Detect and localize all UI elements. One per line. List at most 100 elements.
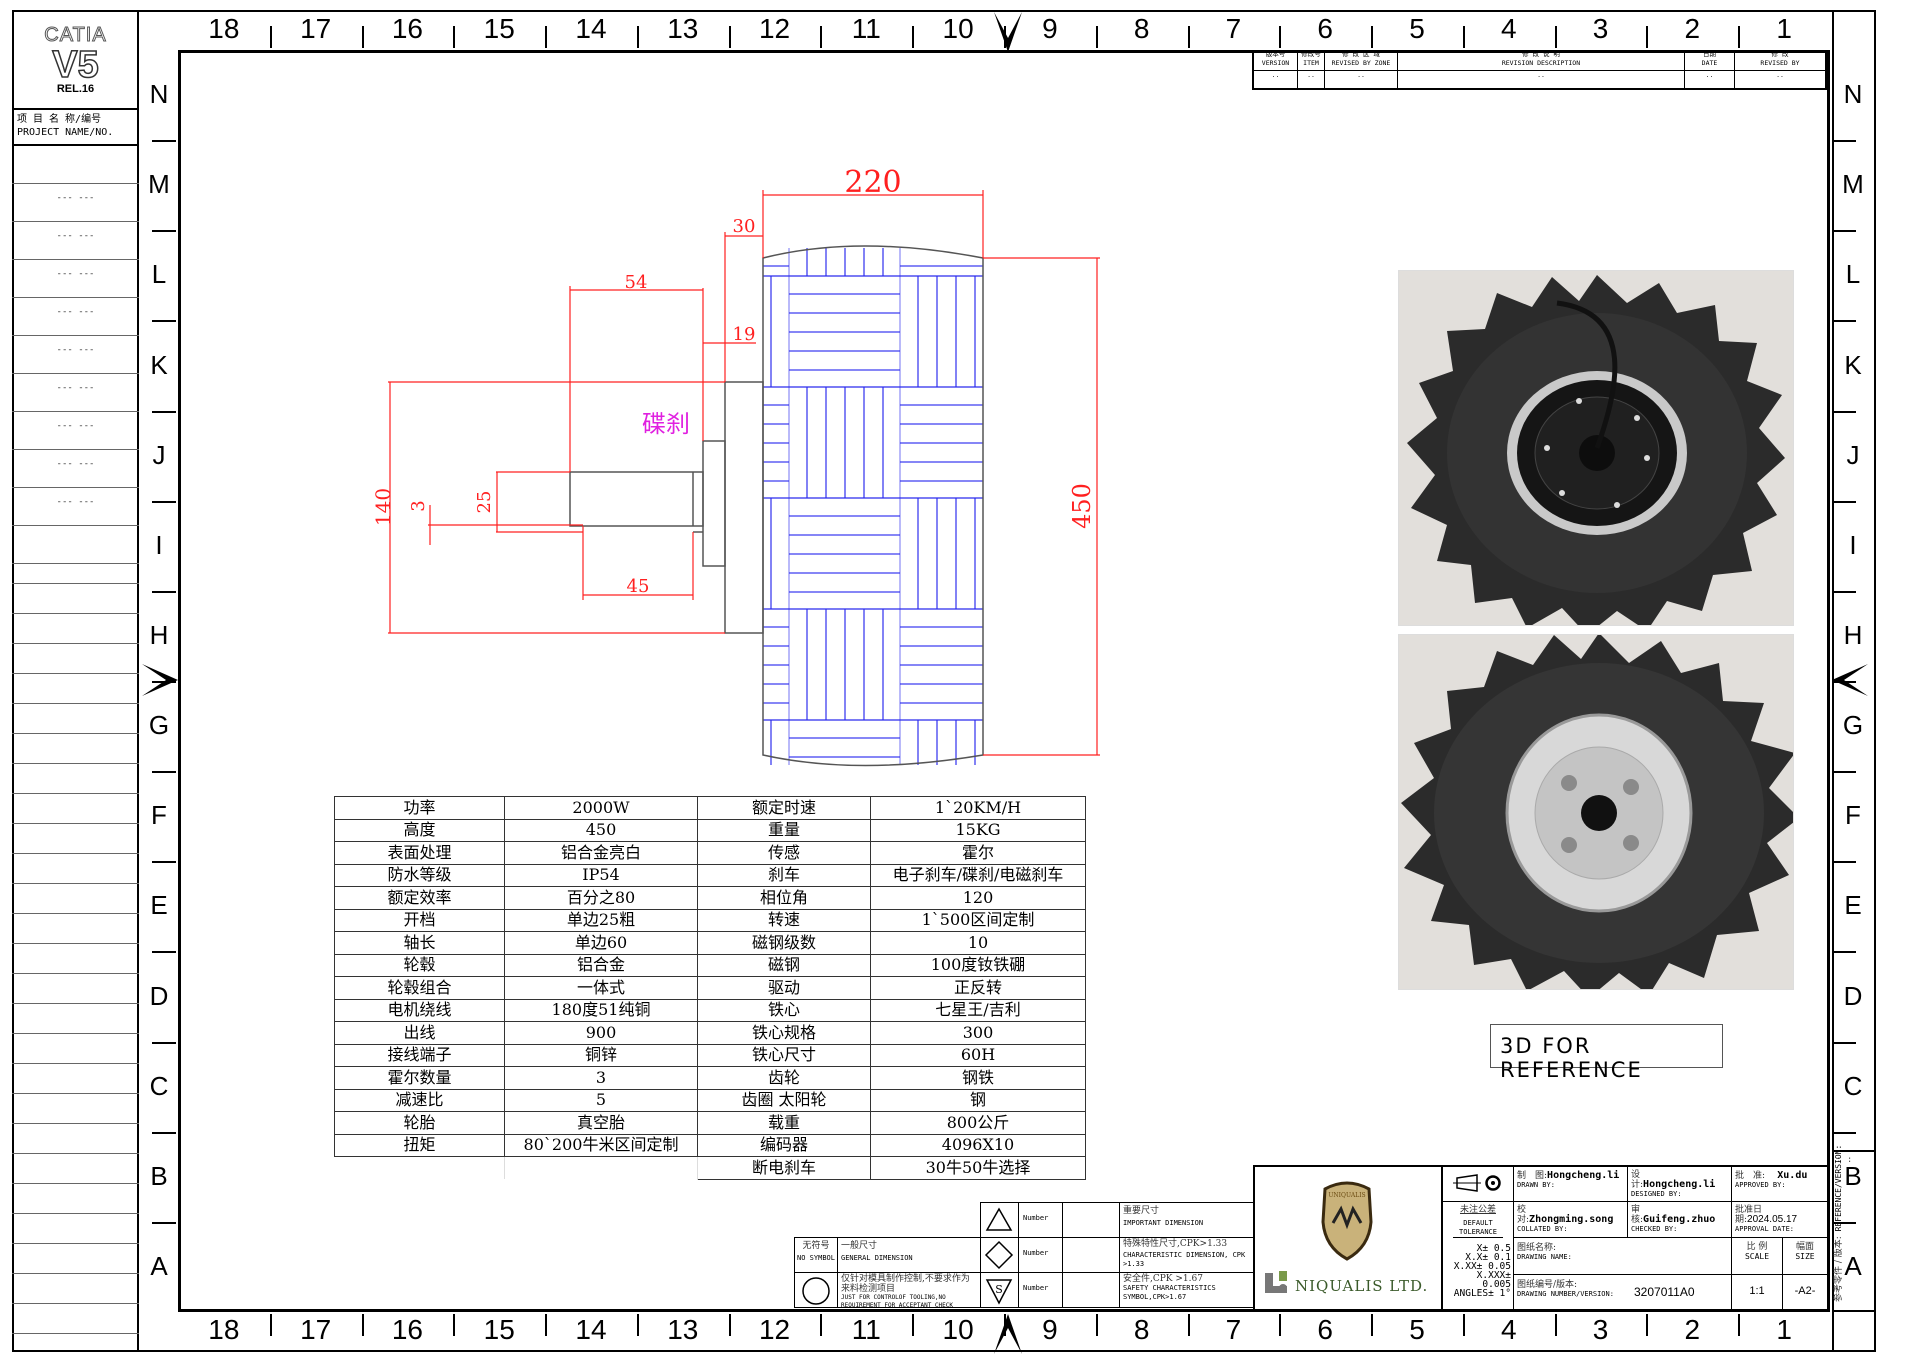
spec-label: 表面处理 xyxy=(334,841,505,865)
spec-value: 正反转 xyxy=(870,976,1086,1000)
spec-value: 10 xyxy=(870,931,1086,955)
scale-value: 1:1 xyxy=(1731,1274,1783,1312)
zone-number-top: 11 xyxy=(851,13,881,44)
zone-number-top: 12 xyxy=(758,13,791,44)
legend-safety-cell: S xyxy=(980,1272,1019,1308)
zone-letter-right: E xyxy=(1844,890,1862,921)
zone-tick xyxy=(912,26,915,48)
zone-tick xyxy=(1832,500,1856,503)
flange-outline xyxy=(724,381,764,634)
zone-tick xyxy=(1738,1314,1741,1336)
hub-hatch-pattern xyxy=(763,248,983,765)
axle-upper-outline xyxy=(569,471,704,527)
zone-number-bottom: 12 xyxy=(758,1314,791,1345)
zone-tick xyxy=(1462,26,1465,48)
zone-number-top: 5 xyxy=(1409,13,1425,44)
project-row-empty xyxy=(12,614,139,644)
project-row-empty xyxy=(12,674,139,704)
zone-number-bottom: 10 xyxy=(942,1314,974,1345)
company-logo: UNIQUALIS NIQUALIS LTD. xyxy=(1265,1181,1427,1295)
project-row-empty xyxy=(12,644,139,674)
spec-value: 真空胎 xyxy=(504,1111,698,1135)
drawing-number-cell: 图纸编号/版本:DRAWING NUMBER/VERSION: 3207011A… xyxy=(1513,1274,1732,1312)
zone-tick xyxy=(1832,861,1856,864)
zone-letter-left: E xyxy=(150,890,168,921)
zone-tick xyxy=(152,410,176,413)
spec-label: 接线端子 xyxy=(334,1043,505,1067)
project-row: --- --- xyxy=(12,336,139,374)
zone-tick xyxy=(152,500,176,503)
zone-tick xyxy=(152,1041,176,1044)
brake-disc-outline xyxy=(702,440,726,567)
spec-value: 百分之80 xyxy=(504,886,698,910)
spec-value: 钢 xyxy=(870,1088,1086,1112)
zone-number-top: 2 xyxy=(1684,13,1701,44)
spec-value: 100度钕铁硼 xyxy=(870,953,1086,977)
zone-letter-left: I xyxy=(155,529,163,560)
spec-value: 1`20KM/H xyxy=(870,796,1086,820)
zone-letter-right: L xyxy=(1845,259,1861,290)
project-row: --- --- xyxy=(12,222,139,260)
legend-triangle-number: Number xyxy=(1018,1202,1063,1238)
designed-by-value: Hongcheng.li xyxy=(1643,1179,1716,1190)
zone-letter-left: M xyxy=(148,169,170,200)
zone-tick xyxy=(1832,771,1856,774)
zone-tick xyxy=(636,1314,639,1336)
project-row-empty xyxy=(12,1004,139,1034)
axle-outline xyxy=(569,381,764,634)
zone-number-top: 9 xyxy=(1042,13,1058,44)
rev-value-revised-by: .. xyxy=(1776,71,1784,79)
zone-letter-right: F xyxy=(1845,800,1861,831)
spec-value: 单边60 xyxy=(504,931,698,955)
legend-circle-cell xyxy=(794,1272,838,1308)
spec-label: 功率 xyxy=(334,796,505,820)
zone-number-bottom: 4 xyxy=(1500,1314,1517,1345)
spec-value: 120 xyxy=(870,886,1086,910)
spec-value xyxy=(504,1156,698,1179)
zone-letter-right: J xyxy=(1846,439,1860,470)
spec-label: 铁心尺寸 xyxy=(697,1043,871,1067)
project-row-empty xyxy=(12,704,139,734)
zone-letter-left: N xyxy=(149,79,169,110)
drawing-number-value: 3207011A0 xyxy=(1634,1285,1695,1299)
project-row xyxy=(12,564,139,584)
zone-number-bottom: 9 xyxy=(1042,1314,1058,1345)
zone-number-bottom: 2 xyxy=(1684,1314,1701,1345)
zone-tick xyxy=(1832,951,1856,954)
project-row-empty xyxy=(12,1034,139,1064)
rev-value-version: .. xyxy=(1254,71,1298,88)
zone-tick xyxy=(152,1131,176,1134)
tolerance-line: X.X± 0.1 xyxy=(1465,1252,1511,1263)
dim-key: 3 xyxy=(408,500,429,511)
project-label-en: PROJECT NAME/NO. xyxy=(17,127,114,138)
spec-label: 轮毂组合 xyxy=(334,976,505,1000)
zone-tick xyxy=(1187,26,1190,48)
zone-tick xyxy=(1832,410,1856,413)
spec-value: 铜锌 xyxy=(504,1043,698,1067)
zone-tick xyxy=(152,951,176,954)
spec-label: 重量 xyxy=(697,818,871,842)
dim-shaft-dia: 25 xyxy=(474,491,495,514)
zone-tick xyxy=(269,26,272,48)
project-row-empty xyxy=(12,1274,139,1304)
spec-label: 电机绕线 xyxy=(334,998,505,1022)
spec-value: IP54 xyxy=(504,863,698,887)
zone-tick xyxy=(152,230,176,233)
zone-tick xyxy=(1554,26,1557,48)
zone-letter-left: J xyxy=(152,439,166,470)
zone-number-top: 13 xyxy=(667,13,699,44)
zone-number-top: 6 xyxy=(1317,13,1333,44)
project-row-empty xyxy=(12,944,139,974)
zone-letter-right: N xyxy=(1843,79,1863,110)
project-row-empty xyxy=(12,914,139,944)
zone-letter-right: M xyxy=(1842,169,1864,200)
